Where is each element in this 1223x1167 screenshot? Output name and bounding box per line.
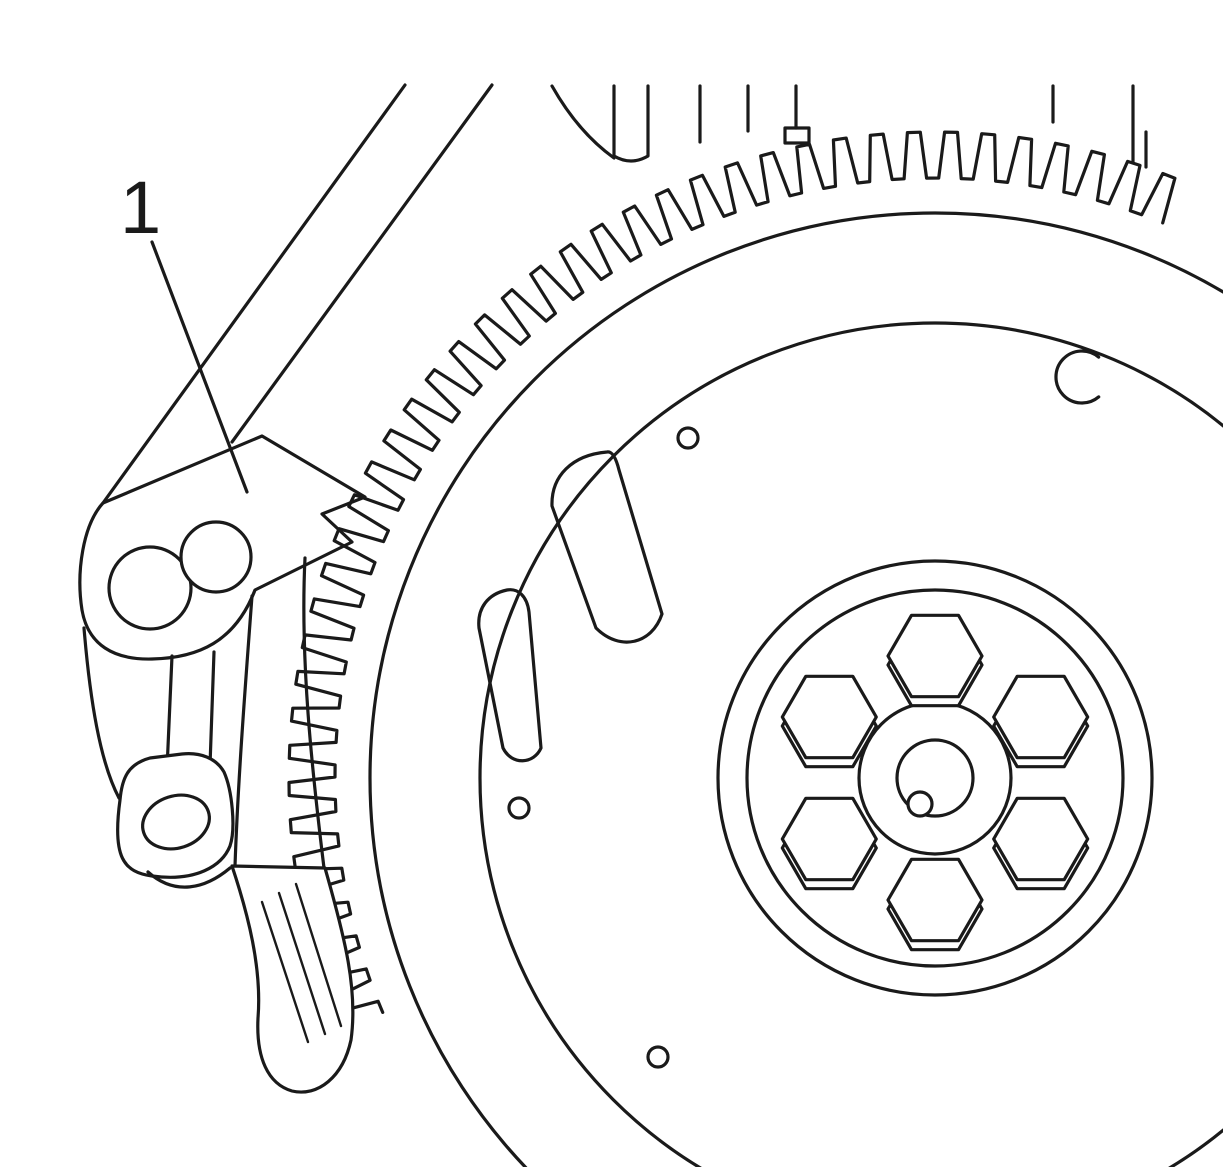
flywheel-face-outer-circle xyxy=(368,211,1223,1167)
flywheel-face-inner-circle xyxy=(478,321,1223,1167)
locking-tool-hole-small xyxy=(179,520,253,594)
engine-flange xyxy=(82,556,355,1094)
balance-hole-c-mark xyxy=(1054,349,1101,405)
ring-gear-teeth xyxy=(287,130,1177,1015)
block-edge-inner xyxy=(230,83,494,444)
balance-hole xyxy=(507,796,531,820)
crankshaft-pilot-boss xyxy=(857,700,1013,856)
locking-tool-hole-large xyxy=(107,545,193,631)
flywheel-bolt xyxy=(886,613,984,699)
flange-edge-inner xyxy=(233,594,254,868)
block-edge-outer xyxy=(101,83,407,505)
flywheel-bolt xyxy=(780,796,878,882)
flywheel-bolt xyxy=(992,674,1090,760)
flywheel-bolt-group xyxy=(780,613,1090,952)
block-notch xyxy=(783,126,811,145)
flange-leg-rib xyxy=(260,900,310,1044)
crankshaft-pilot-hole xyxy=(895,738,975,818)
block-top-curve xyxy=(550,84,616,160)
hub-inner-circle xyxy=(745,588,1125,968)
hub-outer-circle xyxy=(716,559,1154,997)
callout-1-label: 1 xyxy=(120,166,161,249)
callout-leader-line xyxy=(150,240,249,494)
flange-boss-hole xyxy=(141,793,211,851)
block-slot xyxy=(612,84,650,163)
flywheel-locking-tool xyxy=(78,434,367,661)
callout-1: 1 xyxy=(120,166,249,494)
flywheel-window-large xyxy=(550,450,664,644)
balance-hole xyxy=(676,426,700,450)
flywheel-bolt xyxy=(992,796,1090,882)
engine-block-edge xyxy=(101,83,1148,505)
pilot-notch xyxy=(906,790,934,818)
flywheel-bolt xyxy=(886,857,984,943)
flange-leg-rib xyxy=(294,882,343,1028)
balance-hole xyxy=(646,1045,670,1069)
flywheel-window-small xyxy=(477,588,543,763)
flywheel xyxy=(287,130,1223,1167)
flange-leg xyxy=(230,864,355,1094)
flange-boss-to-leg xyxy=(146,866,232,889)
flange-outer-edge xyxy=(82,626,121,800)
locking-tool-body xyxy=(78,434,367,661)
flange-edge-gear-side xyxy=(302,556,326,870)
flange-leg-rib xyxy=(277,891,327,1036)
flange-boss xyxy=(115,752,235,879)
flywheel-bolt xyxy=(780,674,878,760)
